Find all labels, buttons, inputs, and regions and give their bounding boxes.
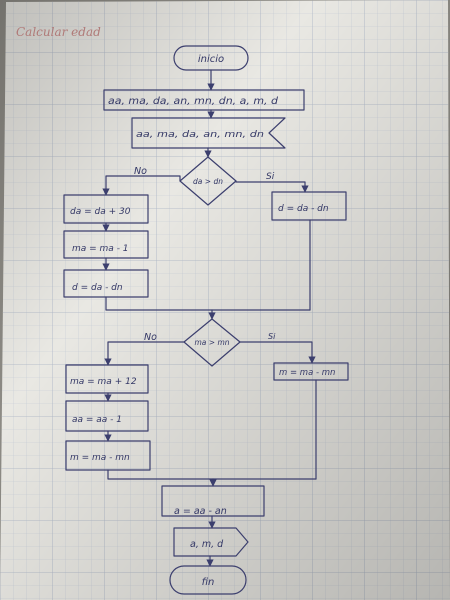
step-box-2b [65,400,149,432]
decision-2-yes-line [239,341,316,364]
step-box-2a [65,364,149,394]
read-data-label: aa, ma, da, an, mn, dn [136,130,264,140]
decision-1-diamond [179,156,237,206]
decision-2-yes-label: Si [268,332,276,341]
step-1c-label: d = da - dn [72,283,123,293]
page-title: Calcular edad [16,25,101,39]
step-2b-label: aa = aa - 1 [72,415,122,425]
decision-1-no-line [102,175,181,196]
output-label: a, m, d [190,539,224,550]
step-1a-label: da = da + 30 [70,207,131,217]
merge-2-left [107,469,317,480]
final-calc-label: a = aa - an [174,506,227,517]
end-label: fin [202,577,215,588]
final-calc-box [161,485,265,517]
step-2c-label: m = ma - mn [70,453,130,463]
decision-2-diamond [183,318,241,367]
decision-2-condition: ma > mn [194,338,229,347]
merge-1-left [105,296,311,311]
start-label: inicio [198,54,224,65]
decision-2-no-label: No [144,332,157,343]
variables-label: aa, ma, da, an, mn, dn, a, m, d [108,96,279,107]
step-2a-label: ma = ma + 12 [70,377,137,387]
read-data-shape [131,117,286,149]
decision-2-no-line [104,341,185,366]
step-1-yes-label: d = da - dn [278,204,329,214]
decision-1-no-label: No [134,166,147,177]
decision-1-yes-line [235,180,309,193]
decision-1-condition: da > dn [193,177,223,186]
end-terminal [169,565,247,595]
output-display-shape [173,527,249,557]
step-box-1-yes [271,191,347,221]
decision-1-yes-label: Si [266,172,275,182]
step-1b-label: ma = ma - 1 [72,244,129,254]
variables-box [103,89,305,111]
step-box-2-yes [273,362,349,381]
step-2-yes-label: m = ma - mn [279,368,335,378]
